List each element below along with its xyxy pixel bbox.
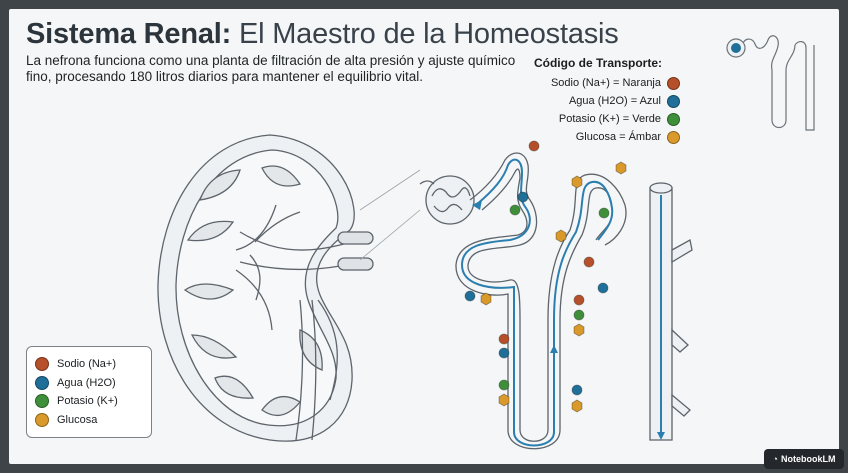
transport-code-row: Agua (H2O) = Azul [530, 92, 680, 110]
nephron-tubule [455, 152, 627, 450]
water-dot-icon [667, 94, 680, 108]
page-title: Sistema Renal: El Maestro de la Homeosta… [26, 18, 619, 50]
sodium-dot-icon [35, 357, 49, 372]
filtrate-flow [460, 158, 665, 447]
notebooklm-badge[interactable]: ◔ NotebookLM [764, 449, 844, 469]
badge-label: NotebookLM [780, 454, 836, 464]
transport-code-row: Potasio (K+) = Verde [530, 110, 680, 128]
potassium-dot-icon [667, 112, 680, 126]
legend-item: Glucosa [35, 411, 143, 430]
legend-box: Sodio (Na+) Agua (H2O) Potasio (K+) Gluc… [26, 346, 152, 438]
potassium-dot-icon [35, 394, 49, 409]
transport-code-key: Código de Transporte: Sodio (Na+) = Nara… [530, 56, 680, 146]
transport-code-row: Sodio (Na+) = Naranja [530, 74, 680, 92]
molecule-markers [464, 140, 627, 413]
page-subtitle: La nefrona funciona como una planta de f… [26, 53, 516, 84]
nephron-icon [726, 35, 815, 131]
notebooklm-logo-icon: ◔ [772, 454, 778, 464]
glucose-dot-icon [35, 412, 49, 427]
zoom-lines [359, 169, 421, 261]
kidney-illustration [157, 134, 374, 442]
transport-code-row: Glucosa = Ámbar [530, 128, 680, 146]
sodium-dot-icon [667, 76, 680, 90]
water-dot-icon [35, 375, 49, 390]
legend-item: Agua (H2O) [35, 374, 143, 393]
legend-item: Potasio (K+) [35, 392, 143, 411]
collecting-duct [649, 182, 693, 441]
legend-item: Sodio (Na+) [35, 355, 143, 374]
glomerulus [419, 175, 475, 225]
glucose-dot-icon [667, 130, 680, 144]
transport-code-title: Código de Transporte: [533, 56, 662, 70]
